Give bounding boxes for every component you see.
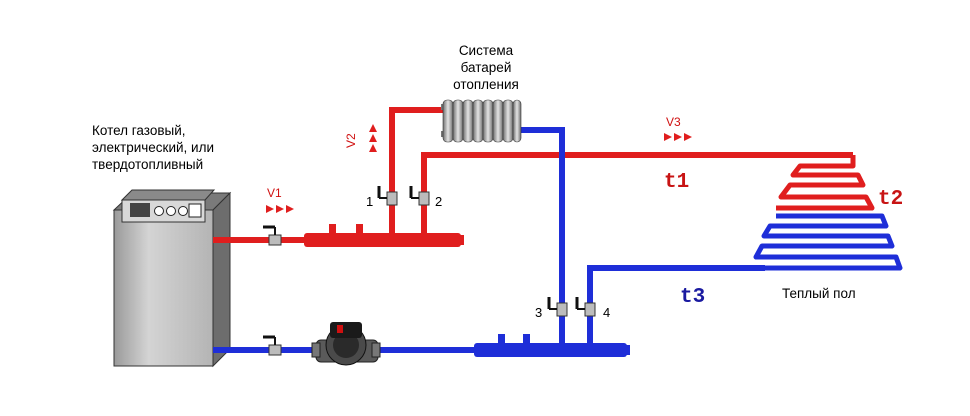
circulation-pump [311,322,381,366]
valve-1 [377,186,398,206]
radiator-return-pipe [519,127,565,345]
temp-label-t2: t2 [878,188,904,211]
floor-return-pipe [587,265,765,345]
valve-number-4: 4 [603,305,611,320]
cold-manifold [474,334,630,357]
radiators-label: Система батарей отопления [432,42,540,93]
valve-2 [409,186,430,206]
underfloor-label: Теплый пол [782,286,856,301]
radiators-label-line: отопления [453,77,519,92]
radiators-label-line: Система [458,43,514,58]
valve-boiler-return [263,335,282,356]
boiler-label-line: Котел газовый, [92,123,186,138]
valve-number-1: 1 [366,194,374,209]
flow-arrow-v3 [664,133,692,141]
valve-number-3: 3 [535,305,543,320]
radiator-supply-pipe [389,107,443,240]
valve-boiler-supply [263,225,282,246]
underfloor-coil [753,155,903,271]
boiler [112,189,232,368]
temp-label-t1: t1 [664,171,690,194]
hot-manifold [304,224,464,247]
flow-label-v3: V3 [666,115,681,129]
boiler-control-panel [120,189,216,223]
valve-3 [547,297,568,317]
flow-arrow-v2 [369,124,377,152]
valve-number-2: 2 [435,194,443,209]
boiler-label-line: электрический, или [92,140,215,155]
flow-label-v2: V2 [344,133,358,148]
floor-supply-pipe [421,152,853,240]
temp-label-t3: t3 [680,286,706,309]
flow-arrow-v1 [266,205,294,213]
boiler-label-line: твердотопливный [92,157,204,172]
boiler-label: Котел газовый, электрический, или твердо… [92,122,292,173]
valve-4 [575,297,596,317]
radiator [441,99,522,143]
radiators-label-line: батарей [460,60,512,75]
flow-label-v1: V1 [267,186,282,200]
